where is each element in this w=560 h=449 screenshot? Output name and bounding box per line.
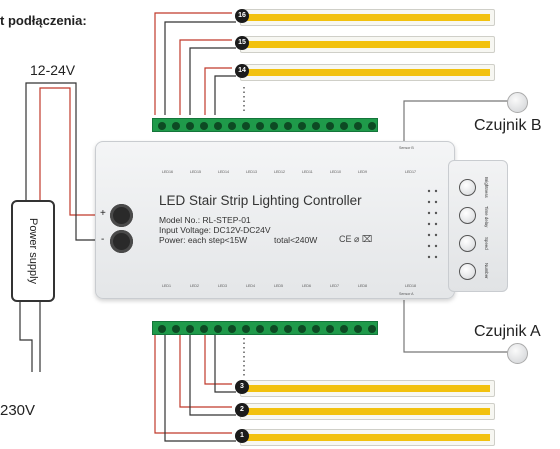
controller-housing: LED Stair Strip Lighting Controller Mode… <box>95 141 455 299</box>
wire-step15-a <box>179 39 232 115</box>
led-label-top-1: LED15 <box>190 170 201 174</box>
wire-step1-a <box>154 335 232 434</box>
led-strip-step16 <box>240 9 495 26</box>
led-label-bottom-4: LED5 <box>274 284 283 288</box>
power-supply-box: Power supply <box>11 200 55 302</box>
number-label: Number <box>484 263 489 279</box>
terminal-block-bottom <box>152 321 378 335</box>
led-label-bottom-5: LED6 <box>302 284 311 288</box>
terminal-screws-top <box>158 122 376 130</box>
led-strip-step2 <box>240 403 495 420</box>
step-badge-16: 16 <box>235 9 249 23</box>
brightness-label: Brightness <box>484 177 489 198</box>
wire-step16-b <box>164 21 236 115</box>
input-voltage-label: 12-24V <box>30 62 76 78</box>
terminal-screws-bottom <box>158 325 376 333</box>
sensor-a-port-label: Sensor A <box>399 292 414 296</box>
led-label-top-4: LED12 <box>274 170 285 174</box>
led-label-top-7: LED9 <box>358 170 367 174</box>
wire-step2-a <box>179 335 232 408</box>
controller-input-voltage: Input Voltage: DC12V-DC24V <box>159 225 271 235</box>
sensor-b-wire <box>403 100 508 148</box>
sensor-a-wire <box>403 300 508 353</box>
controller-power-total: total<240W <box>274 235 318 245</box>
mains-wire <box>19 302 33 372</box>
led-label-bottom-3: LED4 <box>246 284 255 288</box>
sensor-b-label: Czujnik B <box>474 117 542 134</box>
led-label-bottom-6: LED7 <box>330 284 339 288</box>
controller-power-per-step: Power: each step<15W <box>159 235 248 245</box>
wire-step1-b <box>164 335 236 442</box>
sensor-b-port-label: Sensor B <box>399 146 414 150</box>
led-label-bottom-0: LED1 <box>162 284 171 288</box>
wire-step14-b <box>214 75 236 115</box>
number-button[interactable] <box>459 263 476 280</box>
time-delay-label: Time delay <box>484 206 489 228</box>
led-label-18: LED18 <box>405 284 416 288</box>
led-label-top-3: LED13 <box>246 170 257 174</box>
mains-voltage-label: 230V <box>0 402 36 419</box>
led-label-bottom-2: LED3 <box>218 284 227 288</box>
psu-wire-dark <box>25 82 108 241</box>
wire-step15-b <box>189 47 236 115</box>
led-strip-step3 <box>240 380 495 397</box>
speed-button[interactable] <box>459 235 476 252</box>
speed-label: Speed <box>484 237 489 250</box>
diagram-heading-fragment: t podłączenia: <box>0 13 87 28</box>
led-label-bottom-1: LED2 <box>190 284 199 288</box>
plus-sign: + <box>100 208 106 219</box>
control-panel: Brightness Time delay Speed Number <box>448 160 508 292</box>
indicator-dots <box>427 189 438 259</box>
led-strip-step14 <box>240 64 495 81</box>
controller-model: Model No.: RL-STEP-01 <box>159 215 251 225</box>
brightness-button[interactable] <box>459 179 476 196</box>
led-strip-step15 <box>240 36 495 53</box>
minus-sign: - <box>101 234 105 245</box>
sensor-a-icon <box>507 343 528 364</box>
step-badge-14: 14 <box>235 64 249 78</box>
terminal-block-top <box>152 118 378 132</box>
led-label-top-5: LED11 <box>302 170 313 174</box>
led-label-top-2: LED14 <box>218 170 229 174</box>
sensor-a-label: Czujnik A <box>474 323 541 340</box>
step-badge-15: 15 <box>235 36 249 50</box>
wire-step14-a <box>204 67 232 115</box>
led-label-bottom-7: LED8 <box>358 284 367 288</box>
time-delay-button[interactable] <box>459 207 476 224</box>
led-label-top-6: LED10 <box>330 170 341 174</box>
power-jack-minus <box>110 230 133 253</box>
step-badge-2: 2 <box>235 403 249 417</box>
wire-step16-a <box>154 12 232 115</box>
power-jack-plus <box>110 204 133 227</box>
led-strip-step1 <box>240 429 495 446</box>
power-supply-label: Power supply <box>27 217 39 285</box>
sensor-b-icon <box>507 92 528 113</box>
certification-marks: CE ⌀ ⌧ <box>339 234 373 244</box>
step-badge-3: 3 <box>235 380 249 394</box>
led-label-top-0: LED16 <box>162 170 173 174</box>
step-badge-1: 1 <box>235 429 249 443</box>
wire-step2-b <box>189 335 236 416</box>
psu-wire-red <box>39 87 108 216</box>
led-label-17: LED17 <box>405 170 416 174</box>
wire-step3-a <box>204 335 232 385</box>
wire-step3-b <box>214 335 236 393</box>
controller-title: LED Stair Strip Lighting Controller <box>159 193 362 208</box>
wires <box>19 12 508 442</box>
